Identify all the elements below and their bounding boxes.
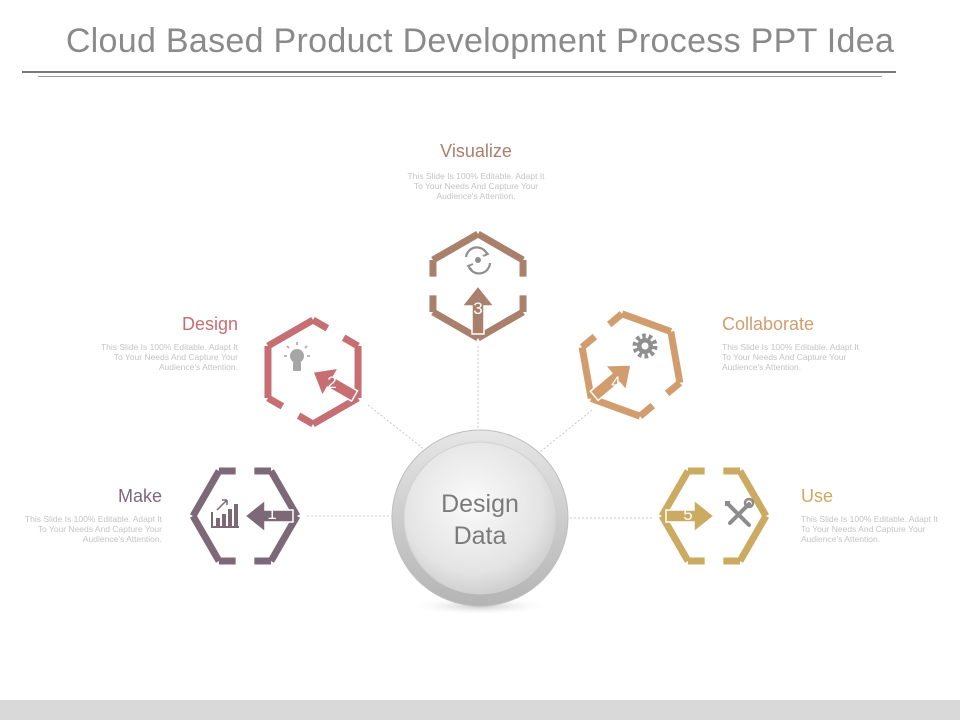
hexagon-frame-segment [267, 469, 301, 518]
hexagon-frame-segment [266, 316, 315, 350]
hexagon-frame-segment [658, 469, 692, 518]
hexagon-frame-segment [431, 230, 480, 264]
step-number-1: 1 [267, 504, 277, 523]
title-divider-secondary [38, 76, 882, 77]
hexagon-frame-segment [658, 514, 692, 563]
step-number-5: 5 [683, 505, 693, 524]
step-visualize [429, 230, 527, 342]
hexagon-frame-segment [476, 230, 525, 264]
lightbulb-icon [284, 342, 310, 371]
arrow-icon [460, 284, 496, 335]
heading-use: Use [801, 486, 834, 506]
hexagon-frame-segment [606, 311, 625, 328]
center-label-line2: Data [453, 522, 507, 550]
description-use: This Slide Is 100% Editable. Adapt It To… [801, 514, 939, 544]
footer-bar [0, 700, 960, 720]
heading-make: Make [117, 486, 162, 506]
hexagon-frame-segment [266, 394, 285, 410]
step-collaborate [578, 310, 684, 420]
hexagon-frame-segment [578, 346, 595, 400]
hexagon-frame-segment [296, 412, 315, 428]
hexagon-frame-segment [264, 345, 272, 398]
refresh-gear-icon [464, 246, 492, 275]
heading-collaborate: Collaborate [722, 314, 815, 334]
hexagon-frame-segment [667, 330, 684, 384]
gear-icon [632, 333, 658, 359]
arrow-icon [665, 498, 716, 534]
heading-design: Design [181, 314, 238, 334]
step-design [264, 316, 362, 428]
hexagon-frame-segment [664, 380, 683, 397]
connector-design [367, 404, 426, 451]
hexagon-frame-segment [736, 514, 770, 563]
arrow-icon [589, 364, 632, 402]
hexagon-frame-segment [311, 394, 360, 428]
center-circle [403, 441, 557, 595]
description-make: This Slide Is 100% Editable. Adapt It To… [24, 514, 162, 544]
slide-title: Cloud Based Product Development Process … [65, 22, 895, 60]
description-visualize: This Slide Is 100% Editable. Adapt It To… [407, 171, 545, 201]
hexagon-frame-segment [736, 469, 770, 518]
hexagon-frame-segment [476, 308, 525, 342]
tools-icon [725, 497, 755, 527]
hexagon-frame-segment [354, 346, 362, 399]
arrow-icon [311, 367, 359, 403]
description-design: This Slide Is 100% Editable. Adapt It To… [100, 342, 238, 372]
hexagon-frame-segment [189, 514, 223, 563]
connector-collaborate [539, 409, 593, 453]
hexagon-frame-segment [589, 395, 642, 420]
arrow-icon [243, 498, 294, 534]
center-label: Design Data [410, 488, 550, 552]
step-make [189, 467, 301, 565]
step-use [658, 467, 770, 565]
hexagon-frame-segment [579, 333, 598, 350]
heading-visualize: Visualize [440, 141, 512, 161]
hexagon-frame-segment [267, 514, 301, 563]
hexagon-frame-segment [189, 469, 223, 518]
step-number-2: 2 [327, 373, 337, 392]
bar-chart-icon [211, 499, 239, 528]
hexagon-frame-segment [311, 316, 330, 332]
hexagon-frame-segment [341, 334, 360, 350]
step-number-3: 3 [473, 299, 483, 318]
hexagon-frame-segment [637, 402, 656, 419]
title-divider [22, 71, 896, 73]
step-number-4: 4 [611, 373, 621, 392]
description-collaborate: This Slide Is 100% Editable. Adapt It To… [722, 342, 860, 372]
hexagon-frame-segment [431, 308, 480, 342]
center-label-line1: Design [441, 490, 519, 518]
hexagon-frame-segment [620, 310, 673, 335]
